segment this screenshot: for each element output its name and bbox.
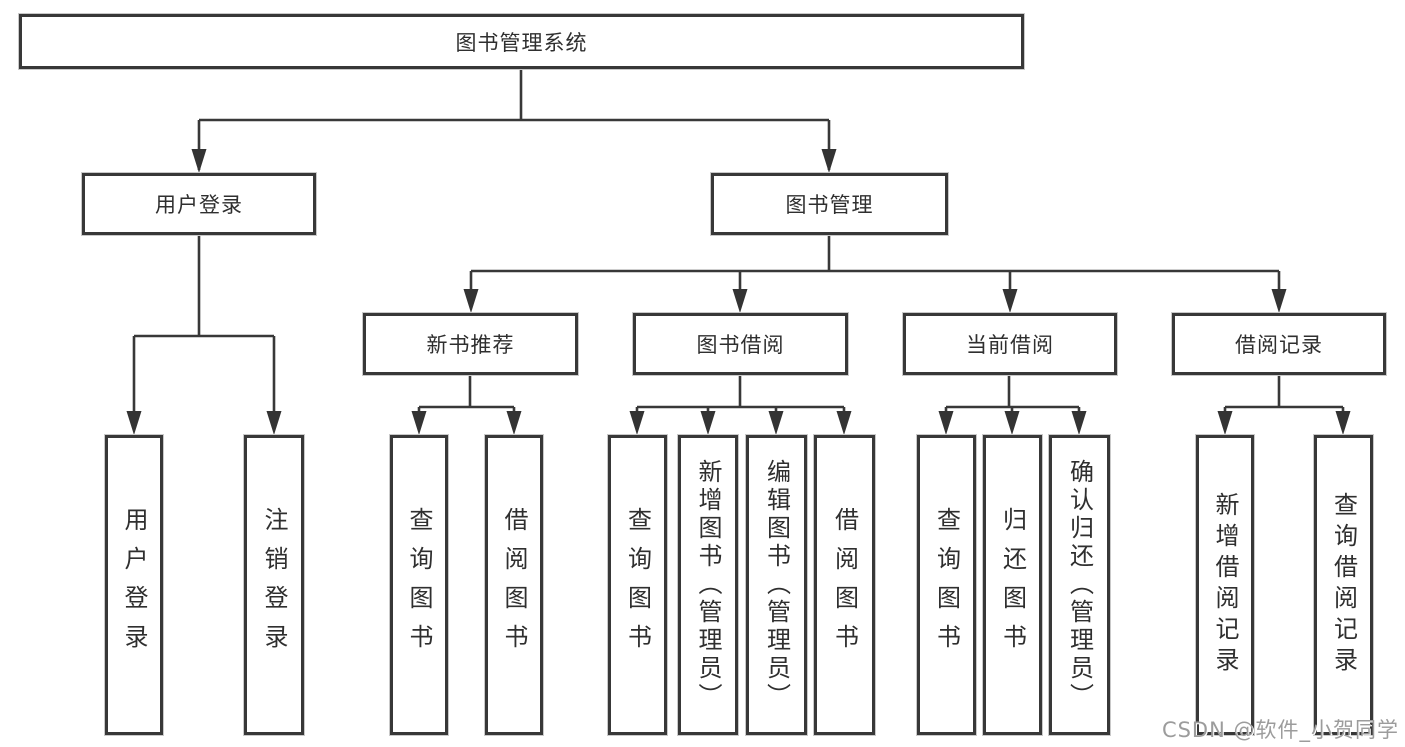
leaf-borrow-books: 借阅图书 [814, 435, 875, 735]
node-label: 查询借阅记录 [1329, 492, 1358, 678]
connector-mgmt-to-level3 [463, 235, 1287, 313]
node-label: 新书推荐 [426, 333, 515, 357]
node-label: 借阅图书 [500, 507, 528, 663]
leaf-borrow-books-recommend: 借阅图书 [485, 435, 543, 735]
node-label: 用户登录 [120, 507, 148, 663]
leaf-edit-book-admin: 编辑图书（管理员） [746, 435, 807, 735]
node-user-login: 用户登录 [82, 173, 316, 235]
node-label: 查询图书 [405, 507, 433, 663]
node-label: 图书管理系统 [455, 30, 588, 55]
node-label: 图书管理 [785, 193, 874, 217]
node-label: 确认归还（管理员） [1065, 459, 1094, 711]
leaf-query-books-current: 查询图书 [917, 435, 976, 735]
node-book-borrow: 图书借阅 [633, 313, 848, 375]
leaf-query-books-recommend: 查询图书 [390, 435, 448, 735]
node-label: 当前借阅 [966, 333, 1054, 357]
connector-borrow-to-leaves [629, 375, 852, 435]
node-borrow-records: 借阅记录 [1172, 313, 1386, 375]
leaf-user-login: 用户登录 [105, 435, 163, 735]
node-label: 查询图书 [623, 507, 652, 663]
node-label: 编辑图书（管理员） [762, 459, 791, 711]
connector-recommend-to-leaves [411, 375, 522, 435]
node-root-system: 图书管理系统 [19, 14, 1024, 69]
connector-records-to-leaves [1217, 375, 1351, 435]
node-current-borrow: 当前借阅 [903, 313, 1117, 375]
node-new-book-recommend: 新书推荐 [363, 313, 578, 375]
node-label: 用户登录 [155, 193, 243, 217]
connector-current-to-leaves [938, 375, 1087, 435]
leaf-add-borrow-record: 新增借阅记录 [1196, 435, 1254, 735]
node-label: 图书借阅 [696, 333, 785, 357]
connector-login-to-leaves [126, 235, 282, 435]
node-label: 查询图书 [932, 507, 961, 663]
leaf-return-book: 归还图书 [983, 435, 1042, 735]
node-label: 借阅图书 [830, 507, 859, 663]
node-label: 新增图书（管理员） [694, 459, 722, 711]
node-label: 注销登录 [260, 507, 288, 663]
leaf-query-books-borrow: 查询图书 [608, 435, 667, 735]
node-label: 归还图书 [998, 507, 1027, 663]
csdn-watermark: CSDN @软件_小贺同学 [1161, 718, 1399, 742]
leaf-logout: 注销登录 [244, 435, 304, 735]
leaf-query-borrow-record: 查询借阅记录 [1314, 435, 1373, 735]
node-book-management: 图书管理 [711, 173, 948, 235]
node-label: 新增借阅记录 [1211, 492, 1239, 678]
connector-root-to-level2 [191, 69, 837, 173]
leaf-confirm-return-admin: 确认归还（管理员） [1049, 435, 1110, 735]
node-label: 借阅记录 [1235, 333, 1323, 357]
leaf-add-book-admin: 新增图书（管理员） [678, 435, 738, 735]
